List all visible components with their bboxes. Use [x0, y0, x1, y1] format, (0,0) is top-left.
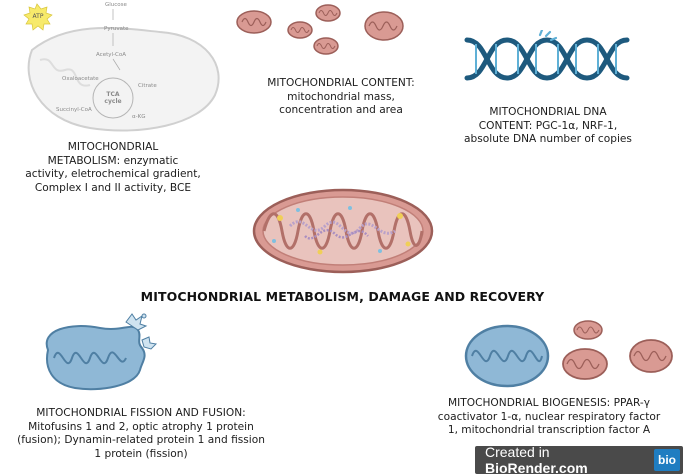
badge-brand: BioRender.com	[485, 460, 588, 476]
small-mitochondrion	[364, 11, 404, 41]
badge-prefix: Created in	[485, 444, 550, 460]
faint-mitochondrion-outline	[27, 26, 220, 132]
mitochondria-cluster-icon	[236, 4, 404, 55]
small-mitochondrion	[315, 4, 341, 22]
atp-label: ATP	[33, 13, 44, 20]
dna-base-pairs	[475, 44, 617, 74]
content-caption-line: concentration and area	[279, 104, 403, 116]
metabolism-caption-line: activity, eletrochemical gradient,	[25, 168, 201, 180]
tca-label-1: TCA	[106, 91, 119, 98]
fission-caption-line: Mitofusins 1 and 2, optic atrophy 1 prot…	[28, 420, 254, 433]
biorender-logo-icon: bio	[654, 449, 680, 471]
biogenesis-caption-line: 1, mitochondrial transcription factor A	[447, 424, 651, 436]
arrow-acetyl-citrate	[112, 58, 121, 71]
pyruvate-label: Pyruvate	[104, 26, 129, 32]
metabolism-caption-line: METABOLISM: enzymatic	[47, 154, 179, 167]
small-mitochondrion	[313, 37, 339, 55]
fission-fragments	[125, 313, 158, 350]
biogenesis-caption-line: coactivator 1-α, nuclear respiratory fac…	[437, 410, 661, 423]
dna-caption: MITOCHONDRIAL DNA CONTENT: PGC-1α, NRF-1…	[456, 106, 640, 147]
metabolism-caption: MITOCHONDRIAL METABOLISM: enzymatic acti…	[8, 141, 218, 195]
content-caption-line: mitochondrial mass,	[287, 90, 395, 103]
glucose-label: Glucose	[105, 2, 128, 8]
succinyl-coa-label: Succinyl-CoA	[56, 107, 92, 113]
dna-caption-line: MITOCHONDRIAL DNA	[489, 106, 607, 118]
fission-fusion-mitochondrion-icon	[45, 313, 158, 391]
small-pink-mitochondrion	[629, 339, 673, 373]
dna-double-helix-icon	[464, 30, 630, 81]
fission-caption: MITOCHONDRIAL FISSION AND FUSION: Mitofu…	[2, 407, 280, 461]
small-mitochondrion	[287, 21, 313, 39]
citrate-label: Citrate	[138, 83, 157, 89]
akg-label: α-KG	[132, 114, 145, 120]
small-pink-mitochondrion	[573, 320, 603, 340]
content-caption-line: MITOCHONDRIAL CONTENT:	[267, 77, 415, 89]
biogenesis-caption-line: MITOCHONDRIAL BIOGENESIS: PPAR-γ	[448, 397, 650, 409]
central-mitochondrion-icon	[252, 188, 434, 274]
tca-label-2: cycle	[104, 98, 121, 105]
mitochondrial-dna-strand	[288, 220, 396, 235]
small-pink-mitochondrion	[562, 348, 608, 380]
dna-caption-line: absolute DNA number of copies	[464, 133, 632, 145]
acetyl-coa-label: Acetyl-CoA	[96, 52, 126, 58]
metabolism-caption-line: MITOCHONDRIAL	[67, 141, 159, 153]
center-title: MITOCHONDRIAL METABOLISM, DAMAGE AND REC…	[140, 289, 545, 304]
metabolism-caption-line: Complex I and II activity, BCE	[34, 181, 192, 194]
content-caption: MITOCHONDRIAL CONTENT: mitochondrial mas…	[243, 77, 439, 118]
mitochondrion-cristae	[53, 351, 127, 365]
biorender-badge[interactable]: Created in BioRender.com bio	[475, 444, 683, 476]
fission-caption-line: (fusion); Dynamin-related protein 1 and …	[17, 434, 265, 446]
large-blue-mitochondrion	[464, 324, 550, 388]
dna-caption-line: CONTENT: PGC-1α, NRF-1,	[478, 119, 618, 132]
biogenesis-caption: MITOCHONDRIAL BIOGENESIS: PPAR-γ coactiv…	[418, 397, 680, 438]
fission-caption-line: MITOCHONDRIAL FISSION AND FUSION:	[36, 407, 246, 419]
metabolism-diagram: ATP Glucose Pyruvate Acetyl-CoA Oxaloace…	[23, 2, 220, 132]
matrix-granules	[272, 206, 411, 255]
biorender-badge-text: Created in BioRender.com	[475, 444, 654, 476]
faint-cristae	[39, 58, 91, 87]
oxaloacetate-label: Oxaloacetate	[62, 76, 99, 82]
atp-starburst-icon: ATP	[23, 3, 53, 31]
fission-caption-line: 1 protein (fission)	[94, 447, 188, 460]
tca-cycle-ring	[92, 77, 134, 119]
biogenesis-mitochondria-icon	[464, 320, 673, 388]
dna-spark-marks	[538, 30, 558, 42]
small-mitochondrion	[236, 10, 272, 34]
